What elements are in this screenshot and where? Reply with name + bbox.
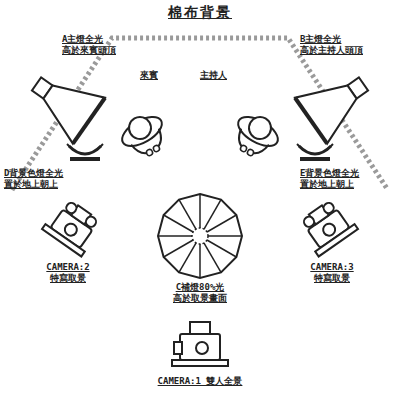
- light-label: A主燈全光 高於來賓頭頂: [62, 34, 116, 57]
- camera-label: CAMERA:1 雙人全景: [158, 376, 243, 387]
- camera-label: CAMERA:3 特寫取景: [310, 262, 353, 285]
- light-label: E背景色燈全光 置於地上朝上: [300, 168, 359, 191]
- camera-label: CAMERA:2 特寫取景: [46, 262, 89, 285]
- person-label: 來賓: [140, 70, 158, 81]
- person-label: 主持人: [200, 70, 227, 81]
- light-label: B主燈全光 高於主持人頭頂: [300, 34, 363, 57]
- backdrop-title: 棉布背景: [168, 4, 232, 22]
- light-label: D背景色燈全光 置於地上朝上: [4, 168, 63, 191]
- light-label: C補燈80%光 高於取景畫面: [173, 282, 227, 305]
